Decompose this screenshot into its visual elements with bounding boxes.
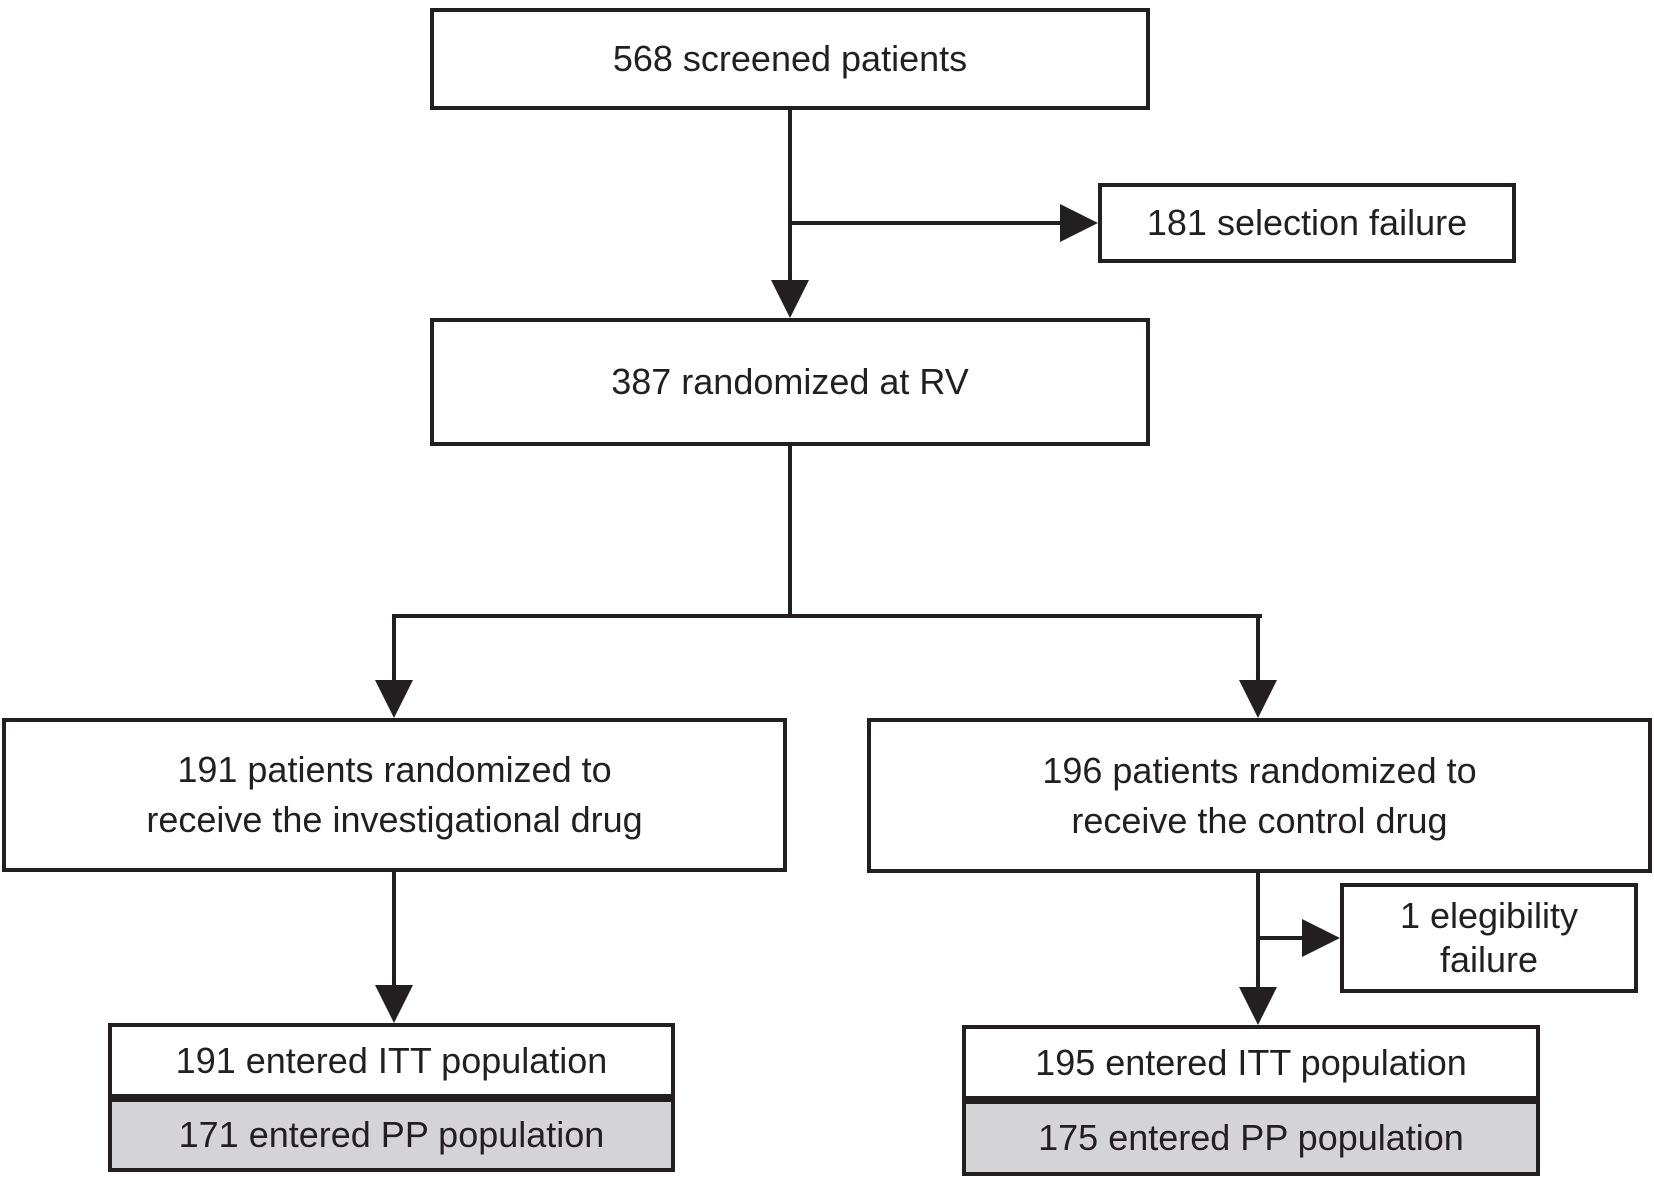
arrow-down-icon: [375, 680, 413, 718]
node-pp-left: 171 entered PP population: [108, 1098, 675, 1172]
node-itt-right: 195 entered ITT population: [962, 1025, 1540, 1100]
node-itt-left: 191 entered ITT population: [108, 1023, 675, 1098]
arrow-down-icon: [375, 985, 413, 1023]
connector-split-left-drop: [392, 614, 396, 684]
arrow-down-icon: [771, 280, 809, 318]
connector-randomized-down: [788, 446, 792, 616]
arrow-right-icon: [1302, 919, 1340, 957]
arrow-down-icon: [1239, 680, 1277, 718]
arrow-down-icon: [1239, 987, 1277, 1025]
connector-split-horizontal: [392, 614, 1262, 618]
connector-investigational-to-itt: [392, 872, 396, 987]
node-control-arm: 196 patients randomized to receive the c…: [867, 718, 1652, 873]
node-pp-right: 175 entered PP population: [962, 1100, 1540, 1176]
node-investigational-arm: 191 patients randomized to receive the i…: [2, 718, 787, 872]
connector-to-selection-failure: [790, 221, 1064, 225]
connector-split-right-drop: [1256, 614, 1260, 684]
connector-to-eligibility-failure: [1258, 936, 1306, 940]
connector-control-to-itt: [1256, 873, 1260, 989]
connector-screened-to-randomized: [788, 110, 792, 284]
node-selection-failure: 181 selection failure: [1098, 183, 1516, 263]
arrow-right-icon: [1060, 204, 1098, 242]
node-screened-patients: 568 screened patients: [430, 8, 1150, 110]
node-eligibility-failure: 1 elegibility failure: [1340, 883, 1638, 993]
node-randomized: 387 randomized at RV: [430, 318, 1150, 446]
